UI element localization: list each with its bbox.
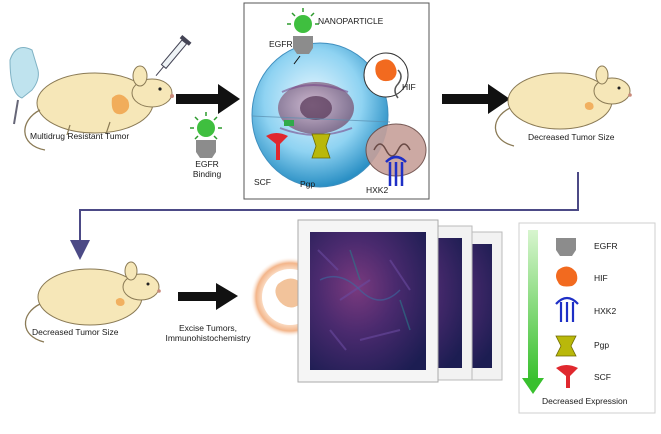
mouse-decreased-tumor-bottom — [24, 261, 161, 343]
label-egfr-binding: EGFR Binding — [188, 159, 226, 180]
legend-label-hxk2: HXK2 — [594, 306, 617, 316]
gloved-hand-icon — [9, 47, 39, 125]
arrow-right-1 — [176, 84, 240, 114]
scf-glyph — [266, 133, 288, 160]
legend-label-hif: HIF — [594, 273, 608, 283]
arrow-right-2 — [442, 84, 510, 114]
label-decreased-expression: Decreased Expression — [542, 396, 628, 406]
flow-arrow — [70, 172, 579, 260]
hxk2-icon — [555, 296, 579, 322]
nanoparticle-icon — [287, 8, 319, 33]
histology-stack — [297, 219, 503, 383]
label-egfr-binding-2: Binding — [192, 168, 222, 179]
scf-icon — [556, 365, 578, 388]
label-nanoparticle: NANOPARTICLE — [318, 16, 384, 26]
egfr-receptor — [293, 36, 313, 54]
hif-icon — [556, 266, 578, 287]
label-hif: HIF — [402, 82, 416, 92]
label-excise: Excise Tumors, Immunohistochemistry — [158, 323, 258, 344]
pgp-glyph — [311, 133, 331, 159]
cell-cut-line — [251, 115, 391, 123]
legend-label-pgp: Pgp — [594, 340, 610, 350]
tumor-mass — [111, 94, 130, 115]
label-pgp: Pgp — [300, 179, 316, 189]
label-excise-2: Immunohistochemistry — [165, 332, 251, 343]
legend-label-egfr: EGFR — [594, 241, 618, 251]
egfr-binding-icon — [190, 112, 222, 158]
pgp-icon — [555, 335, 577, 357]
label-egfr-binding-1: EGFR — [195, 159, 219, 169]
label-scf: SCF — [254, 177, 271, 187]
legend-panel — [518, 222, 656, 414]
cell-panel — [243, 2, 430, 200]
arrow-right-3 — [178, 283, 238, 310]
syringe-icon — [155, 35, 192, 76]
mouse-multidrug-tumor — [24, 65, 174, 151]
label-egfr: EGFR — [269, 39, 293, 49]
hxk2-glyph — [385, 155, 407, 186]
hif-blob — [375, 59, 397, 82]
label-multidrug-tumor: Multidrug Resistant Tumor — [30, 131, 130, 141]
label-hxk2: HXK2 — [366, 185, 389, 195]
label-decreased-tumor-bottom: Decreased Tumor Size — [32, 327, 119, 337]
legend-label-scf: SCF — [594, 372, 611, 382]
label-excise-1: Excise Tumors, — [178, 323, 238, 333]
egfr-receptor-icon — [556, 238, 576, 256]
mouse-decreased-tumor-top — [494, 65, 632, 147]
label-decreased-tumor-top: Decreased Tumor Size — [528, 132, 615, 142]
